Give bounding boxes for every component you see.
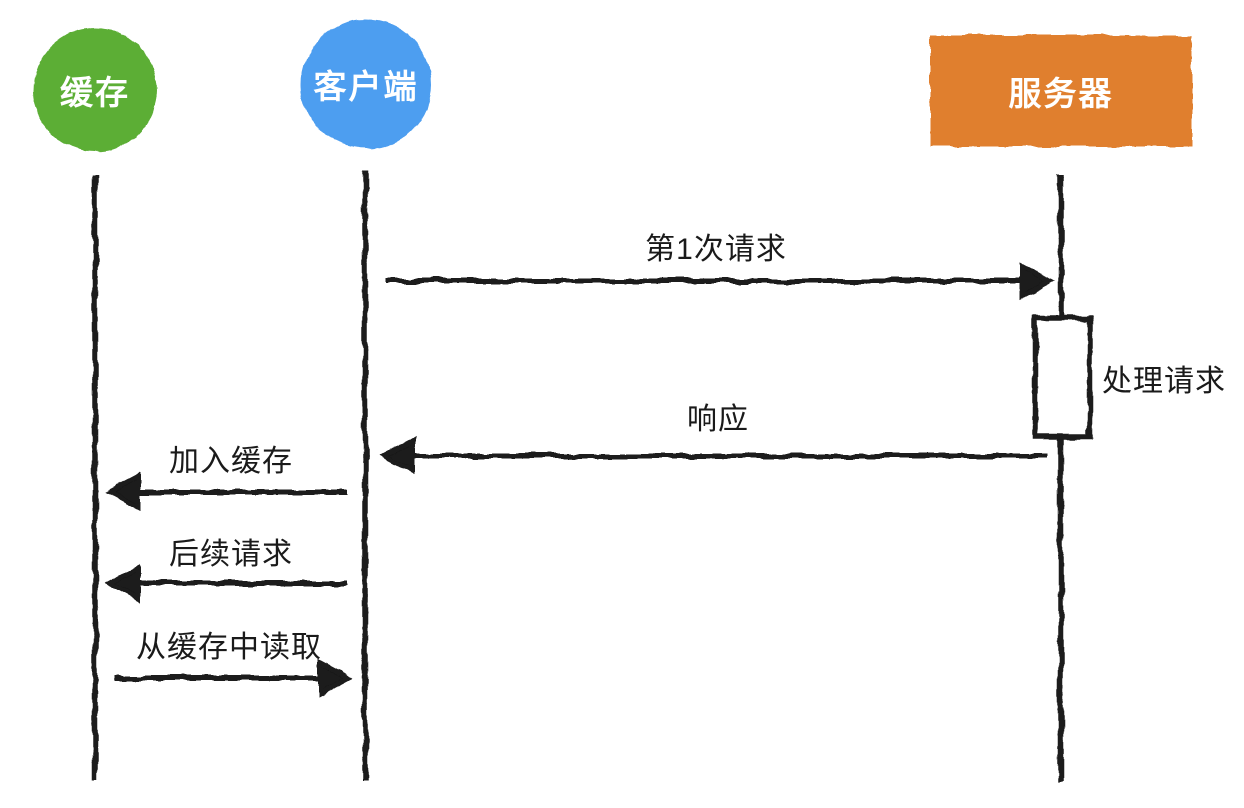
message-label-response: 响应 [687, 403, 749, 436]
arrowhead-left-icon [104, 563, 141, 603]
message-arrow-add-to-cache [104, 472, 347, 512]
actor-client-shape [301, 19, 431, 149]
arrowhead-right-icon [317, 658, 354, 698]
actor-cache-label: 缓存 [60, 74, 130, 111]
message-arrow-first-request [387, 261, 1056, 301]
actor-server-shape [930, 35, 1192, 147]
actor-cache-shape [33, 28, 157, 152]
actor-server-label: 服务器 [1008, 75, 1114, 112]
message-arrow-read-from-cache [113, 658, 354, 698]
message-label-read-from-cache: 从缓存中读取 [136, 631, 322, 664]
message-label-first-request: 第1次请求 [645, 233, 787, 266]
message-arrow-response [378, 436, 1046, 476]
message-label-add-to-cache: 加入缓存 [169, 445, 293, 478]
actor-client-label: 客户端 [313, 68, 419, 105]
arrowhead-left-icon [104, 472, 141, 512]
messages-group [104, 261, 1056, 698]
message-arrow-subsequent-request [104, 563, 347, 603]
arrowhead-right-icon [1019, 261, 1056, 301]
arrowhead-left-icon [378, 436, 415, 476]
lifelines-group [92, 170, 1064, 781]
activation-label: 处理请求 [1102, 365, 1226, 398]
activation-box [1032, 315, 1093, 440]
message-label-subsequent-request: 后续请求 [169, 538, 293, 571]
